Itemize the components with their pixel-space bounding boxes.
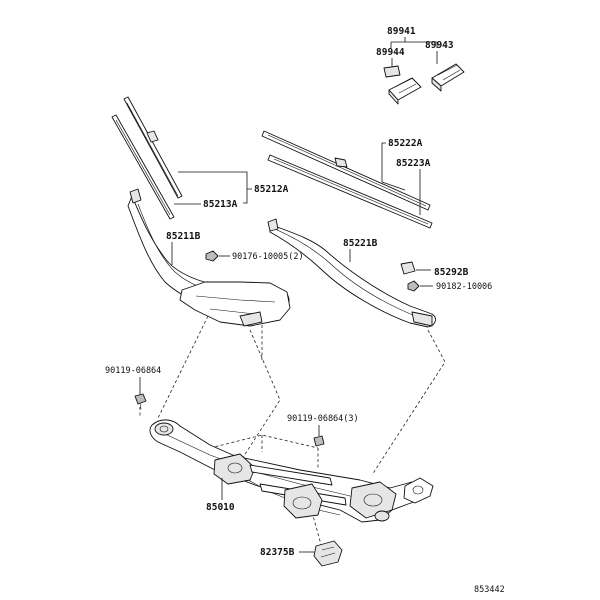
nut-90176: 90176-10005(2) <box>205 250 304 262</box>
leader-89941 <box>390 37 438 48</box>
left-pivot <box>154 422 174 436</box>
connector-icon <box>313 540 343 567</box>
wiper-blade-cap-group: 89941 89944 89943 <box>376 26 465 105</box>
wiper-linkage-85010: 85010 <box>149 419 434 523</box>
label-90119-right[interactable]: 90119-06864(3) <box>287 414 359 424</box>
blade-85212A <box>123 96 183 199</box>
label-85222A[interactable]: 85222A <box>388 138 423 149</box>
right-pivot-housing <box>349 481 397 519</box>
label-89941[interactable]: 89941 <box>387 26 416 37</box>
diagram-id: 853442 <box>474 585 505 595</box>
arm-base-cover <box>179 281 291 327</box>
blade-connector <box>334 157 348 168</box>
leader-85222A <box>381 142 406 191</box>
rubber-85223A <box>267 154 433 229</box>
bolt-icon <box>313 435 325 447</box>
bolt-90119-right: 90119-06864(3) <box>287 414 359 447</box>
right-wiper-arm: 85221B <box>267 218 436 328</box>
wiper-motor <box>283 483 323 519</box>
left-wiper-arm: 85211B <box>127 188 291 327</box>
pivot-cap-icon <box>400 261 416 275</box>
nut-90182-icon <box>407 280 420 292</box>
connector-82375B: 82375B <box>260 540 343 567</box>
blade-connector-left <box>146 130 159 143</box>
dashed-connectors <box>139 315 446 549</box>
label-85010[interactable]: 85010 <box>206 502 235 513</box>
arm-85221B <box>269 224 436 328</box>
label-90119-left[interactable]: 90119-06864 <box>105 366 161 376</box>
label-85211B[interactable]: 85211B <box>166 231 201 242</box>
label-90182[interactable]: 90182-10006 <box>436 282 492 292</box>
label-85223A[interactable]: 85223A <box>396 158 431 169</box>
right-bracket <box>403 477 434 504</box>
label-85292B[interactable]: 85292B <box>434 267 469 278</box>
label-85213A[interactable]: 85213A <box>203 199 238 210</box>
label-82375B[interactable]: 82375B <box>260 547 295 558</box>
nut-icon <box>205 250 219 262</box>
bolt-90119-left: 90119-06864 <box>105 366 161 410</box>
cap-85292B-group: 85292B 90182-10006 <box>400 261 492 292</box>
leader-caps <box>391 51 438 68</box>
label-85221B[interactable]: 85221B <box>343 238 378 249</box>
link-rod-upper <box>249 464 333 486</box>
label-85212A[interactable]: 85212A <box>254 184 289 195</box>
blade-85222A <box>261 130 431 211</box>
leader-85212A <box>178 171 252 204</box>
label-89943[interactable]: 89943 <box>425 40 454 51</box>
label-89944[interactable]: 89944 <box>376 47 405 58</box>
label-90176[interactable]: 90176-10005(2) <box>232 252 304 262</box>
left-wiper-blade: 85212A 85213A <box>111 96 289 220</box>
cap-pad-89944 <box>383 65 401 78</box>
crank-housing <box>213 453 256 485</box>
right-wiper-blade: 85222A 85223A <box>261 130 433 229</box>
bolt-icon <box>134 393 147 405</box>
